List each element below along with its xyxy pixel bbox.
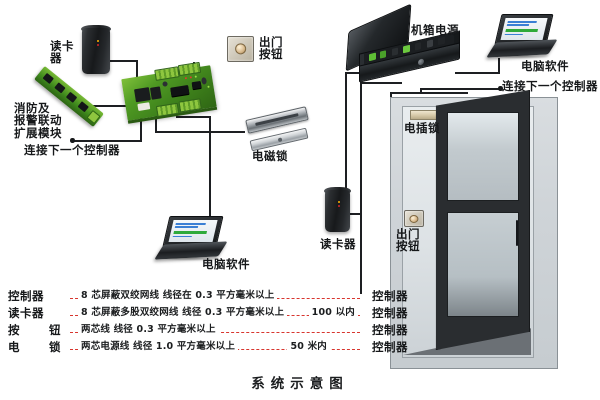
wire-psu-tap-3	[390, 92, 468, 94]
label-card-reader-left: 读卡 器	[50, 39, 74, 66]
screen-r-bar-3	[504, 33, 524, 36]
wire-maglock-run	[155, 131, 245, 133]
wire-pc-right-drop	[498, 58, 500, 74]
label-maglock: 电磁锁	[252, 149, 288, 163]
diagram-title: 系统示意图	[251, 376, 349, 392]
label-expansion-module: 消防及 报警联动 扩展模块	[14, 101, 62, 140]
screen-bar-1	[175, 223, 207, 225]
screen-r-progress	[505, 29, 538, 32]
psu-module-dark-1	[391, 47, 398, 57]
legend-to: 控制器	[372, 289, 408, 303]
label-pc-software-left: 电脑软件	[202, 257, 250, 271]
legend-connector: 两芯线 线径 0.3 平方毫米以上	[70, 321, 360, 336]
wire-reader-drop	[136, 60, 138, 86]
card-reader-right	[324, 187, 351, 232]
wire-pc-left-run	[176, 116, 211, 118]
legend-spec-extra: 50 米内	[287, 338, 330, 352]
wire-psu-tap-2	[360, 82, 402, 84]
label-bolt-lock: 电插锁	[404, 121, 440, 135]
legend-to: 控制器	[372, 340, 408, 354]
door-glass-upper	[447, 111, 519, 202]
door-leaf	[435, 90, 530, 350]
wire-psu-trunk-2	[360, 82, 362, 294]
door-handle	[515, 220, 518, 246]
legend-row: 读卡器 8 芯屏蔽多股双绞网线 线径 0.3 平方毫米以上 100 以内 控制器	[8, 303, 408, 320]
wire-next-controller-left-riser	[140, 112, 142, 142]
legend-row: 控制器 8 芯屏蔽双绞网线 线径在 0.3 平方毫米以上 控制器	[8, 286, 408, 303]
pc-software-laptop-left	[154, 216, 228, 262]
laptop-right-shadow	[489, 53, 550, 59]
legend-from: 按 钮	[8, 323, 70, 337]
label-psu: 机箱电源	[411, 23, 459, 37]
laptop-left-shadow	[157, 255, 220, 261]
psu-module-dark-3	[426, 39, 433, 49]
legend-connector: 8 芯屏蔽多股双绞网线 线径 0.3 平方毫米以上 100 以内	[70, 304, 360, 319]
psu-module-dark-4	[438, 36, 445, 46]
legend-spec: 两芯线 线径 0.3 平方毫米以上	[78, 321, 219, 335]
screen-r-bar-1	[507, 21, 538, 23]
legend-to: 控制器	[372, 323, 408, 337]
pcb-relay-1	[134, 87, 151, 103]
wire-next-controller-right	[420, 88, 500, 90]
legend-row: 按 钮 两芯线 线径 0.3 平方毫米以上 控制器	[8, 320, 408, 337]
card-reader-right-body	[325, 190, 350, 232]
legend-spec: 8 芯屏蔽多股双绞网线 线径 0.3 平方毫米以上	[78, 304, 288, 318]
screen-bar-3	[172, 235, 193, 238]
laptop-left-screen	[168, 219, 218, 243]
label-exit-button-left: 出门 按钮	[259, 35, 283, 62]
legend-spec: 8 芯屏蔽双绞网线 线径在 0.3 平方毫米以上	[78, 287, 278, 301]
pc-software-laptop-right	[486, 14, 558, 60]
label-card-reader-right: 读卡器	[320, 237, 356, 251]
legend-from: 电 锁	[8, 340, 70, 354]
wire-reader-right-run	[345, 213, 361, 215]
wire-pc-left-drop	[209, 116, 211, 222]
screen-progress	[173, 231, 208, 234]
psu-module-green-1	[369, 52, 376, 62]
wire-psu-to-pc-right	[455, 72, 500, 74]
legend-from: 读卡器	[8, 306, 44, 320]
label-next-controller-left: 连接下一个控制器	[24, 143, 120, 157]
exit-button-right-knob-icon	[409, 214, 419, 223]
pcb-relay-2	[149, 86, 162, 100]
psu-module-green-3	[403, 44, 410, 54]
laptop-right-screen	[500, 17, 549, 41]
legend-connector: 两芯电源线 线径 1.0 平方毫米以上 50 米内	[70, 338, 360, 353]
pcb-ic-small	[191, 80, 202, 90]
legend-spec: 两芯电源线 线径 1.0 平方毫米以上	[78, 338, 239, 352]
label-pc-software-right: 电脑软件	[521, 59, 569, 73]
label-next-controller-right: 连接下一个控制器	[502, 79, 598, 93]
exit-button-left	[227, 36, 254, 62]
card-reader-left	[81, 25, 111, 74]
card-reader-body	[82, 28, 110, 74]
door-assembly	[390, 90, 565, 375]
wire-next-controller-right-riser	[420, 88, 422, 92]
screen-r-bar-2	[506, 24, 529, 26]
wire-psu-trunk-1	[345, 72, 347, 224]
card-reader-right-led-icon	[338, 200, 340, 203]
legend-from: 控制器	[8, 289, 44, 303]
wire-maglock-riser	[155, 112, 157, 132]
psu-module-green-2	[380, 50, 387, 59]
legend-connector: 8 芯屏蔽双绞网线 线径在 0.3 平方毫米以上	[70, 287, 360, 302]
wire-node-next-controller-left	[70, 138, 75, 143]
wiring-legend: 控制器 8 芯屏蔽双绞网线 线径在 0.3 平方毫米以上 控制器 读卡器 8 芯…	[8, 286, 408, 354]
psu-module-dark-2	[414, 42, 422, 51]
label-exit-button-right: 出门 按钮	[396, 227, 420, 254]
legend-row: 电 锁 两芯电源线 线径 1.0 平方毫米以上 50 米内 控制器	[8, 337, 408, 354]
wire-next-controller-left	[72, 140, 142, 142]
wire-reader-to-controller	[108, 60, 138, 62]
card-reader-led-icon	[96, 39, 99, 42]
exit-button-right	[404, 210, 424, 227]
legend-spec-extra: 100 以内	[308, 304, 358, 318]
door-glass-lower	[447, 212, 519, 318]
legend-to: 控制器	[372, 306, 408, 320]
wire-expansion-to-controller	[75, 105, 133, 107]
wire-node-next-controller-right	[498, 86, 503, 91]
exit-button-knob-icon	[234, 43, 247, 55]
screen-bar-2	[174, 226, 198, 228]
